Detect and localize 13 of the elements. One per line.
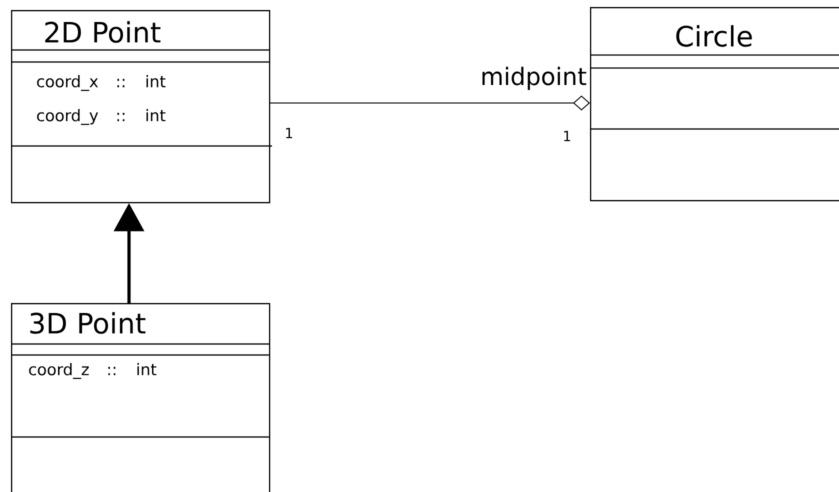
aggregation-line xyxy=(268,96,590,110)
attribute-text: coord_y :: int xyxy=(37,109,166,125)
class-name: 2D Point xyxy=(45,21,160,43)
role-name: midpoint xyxy=(482,66,586,90)
class-name: 3D Point xyxy=(30,312,146,334)
multiplicity-label: 1 xyxy=(564,130,570,142)
class-name: Circle xyxy=(676,25,752,47)
multiplicity-label: 1 xyxy=(286,128,292,138)
class-box xyxy=(11,303,270,492)
class-box xyxy=(11,10,272,204)
attribute-text: coord_z :: int xyxy=(29,363,156,379)
attribute-text: coord_x :: int xyxy=(37,75,166,91)
class-box xyxy=(590,7,839,202)
